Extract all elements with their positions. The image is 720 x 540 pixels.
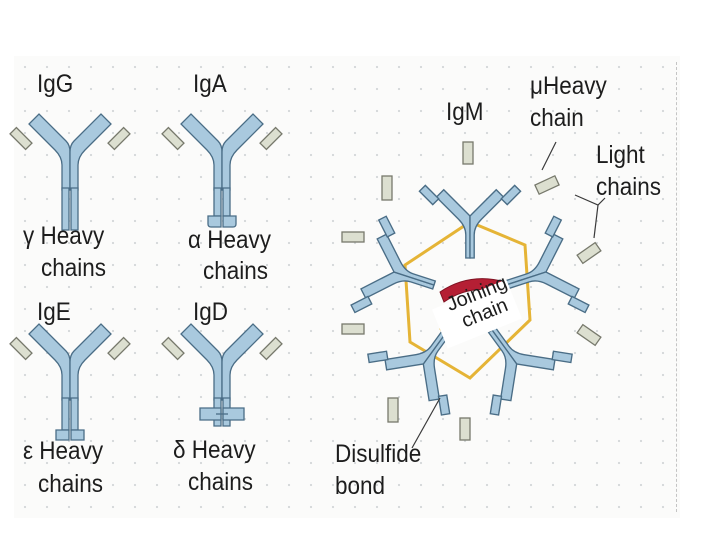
disulfide-bond-label-line2: bond: [335, 472, 386, 500]
heavy-word: Heavy: [40, 222, 105, 250]
ige-chains-label: chains: [38, 470, 104, 498]
iga-heavy-label: α Heavy: [188, 226, 271, 255]
heavy-word: Heavy: [207, 226, 272, 254]
iga-molecule: [161, 113, 283, 228]
heavy-word: Heavy: [191, 436, 256, 464]
heavy-word: Heavy: [39, 437, 104, 465]
mu-heavy-label: μHeavy: [530, 72, 607, 101]
alpha-symbol: α: [188, 226, 202, 254]
igg-title: IgG: [37, 70, 74, 98]
ige-molecule: [9, 323, 131, 441]
delta-symbol: δ: [173, 436, 186, 464]
ige-heavy-label: ε Heavy: [23, 437, 103, 466]
light-chains-label-line1: Light: [596, 141, 645, 169]
iga-title: IgA: [193, 70, 227, 98]
igd-molecule: [161, 323, 283, 427]
heavy-word: Heavy: [542, 72, 607, 100]
disulfide-bond-ring: [403, 220, 532, 380]
ige-title: IgE: [37, 298, 71, 326]
joining-chain-label-box: [432, 279, 522, 349]
leader-lines: [411, 141, 606, 449]
light-chains-label-line2: chains: [596, 173, 662, 201]
igg-molecule: [9, 113, 131, 231]
panel-edge: [676, 62, 678, 512]
igm-title: IgM: [446, 98, 484, 126]
igd-chains-label: chains: [188, 468, 254, 496]
mu-chain-label: chain: [530, 104, 584, 132]
igg-heavy-label: γ Heavy: [23, 222, 104, 251]
igm-pentamer: [341, 141, 606, 449]
igg-chains-label: chains: [41, 254, 107, 282]
iga-chains-label: chains: [203, 257, 269, 285]
mu-symbol: μ: [530, 72, 543, 100]
igd-heavy-label: δ Heavy: [173, 436, 256, 465]
epsilon-symbol: ε: [23, 437, 34, 465]
disulfide-bond-label-line1: Disulfide: [335, 440, 422, 468]
igd-title: IgD: [193, 298, 229, 326]
gamma-symbol: γ: [23, 222, 35, 250]
